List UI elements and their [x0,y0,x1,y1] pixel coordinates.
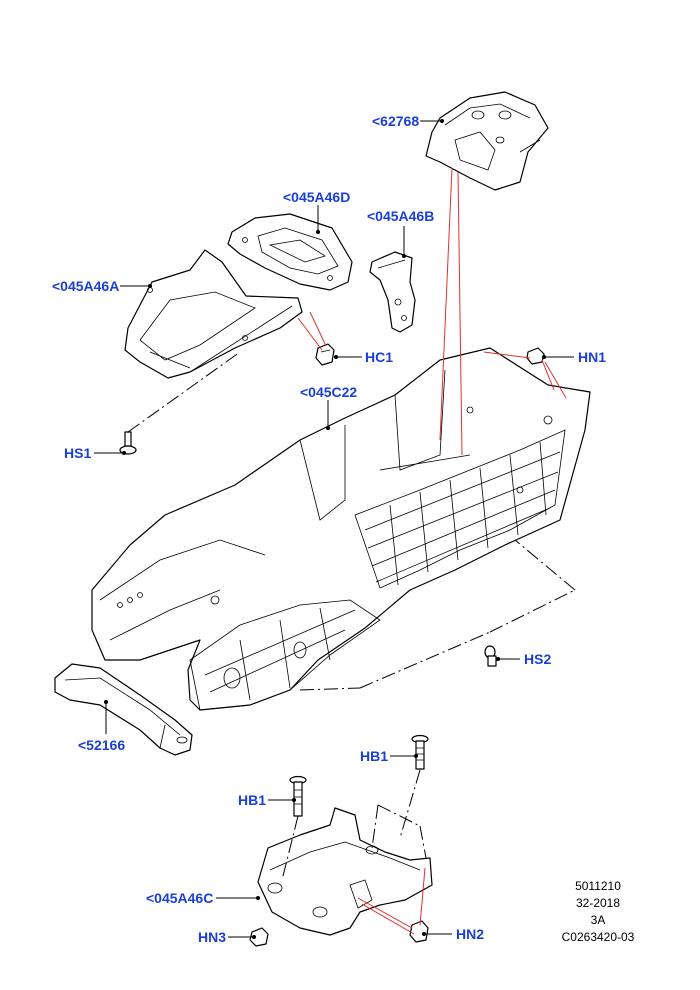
callout-045A46D[interactable]: <045A46D [283,189,350,205]
callout-HN3[interactable]: HN3 [198,929,226,945]
part-045A46D-frame[interactable] [227,213,353,291]
fastener-HB1-lower-bolt[interactable] [289,775,307,817]
fastener-HB1-upper-bolt[interactable] [411,734,429,770]
fastener-HN1-nut[interactable] [526,347,545,365]
reference-block: 5011210 32-2018 3A C0263420-03 [562,879,635,944]
part-045A46A-tray[interactable] [124,249,303,379]
callout-labels: <62768 <045A46D <045A46B <045A46A HC1 HN… [52,113,606,945]
fastener-HC1-clip[interactable] [315,343,335,366]
fastener-HN2-nut[interactable] [409,920,429,943]
callout-HS1[interactable]: HS1 [64,445,91,461]
callout-52166[interactable]: <52166 [78,737,125,753]
callout-045A46C[interactable]: <045A46C [146,890,213,906]
part-62768-cover[interactable] [425,91,549,191]
callout-62768[interactable]: <62768 [372,113,419,129]
part-045A46B-bracket[interactable] [369,251,416,333]
reference-revision: 3A [591,913,606,927]
part-52166-rail[interactable] [54,663,193,756]
part-045C22-main-frame[interactable] [91,347,591,711]
callout-HB1-lower[interactable]: HB1 [238,792,266,808]
callout-HN1[interactable]: HN1 [578,349,606,365]
reference-date: 32-2018 [576,896,620,910]
callout-045A46A[interactable]: <045A46A [52,278,119,294]
part-045A46C-lower-bracket[interactable] [257,807,433,936]
callout-045A46B[interactable]: <045A46B [367,208,434,224]
callout-HB1-upper[interactable]: HB1 [360,748,388,764]
reference-drawing-code: C0263420-03 [562,930,635,944]
fastener-HS2-screw[interactable] [484,645,497,667]
fastener-HS1-screw[interactable] [119,431,137,455]
leader-lines [94,119,574,939]
lattice-pattern [364,441,561,586]
callout-HN2[interactable]: HN2 [456,926,484,942]
callout-045C22[interactable]: <045C22 [300,384,357,400]
callout-HC1[interactable]: HC1 [365,349,393,365]
fastener-HN3-nut[interactable] [249,927,269,947]
callout-HS2[interactable]: HS2 [524,651,551,667]
reference-number: 5011210 [575,879,621,893]
red-connector-lines [297,167,567,935]
dash-dot-assembly-lines [127,351,576,881]
